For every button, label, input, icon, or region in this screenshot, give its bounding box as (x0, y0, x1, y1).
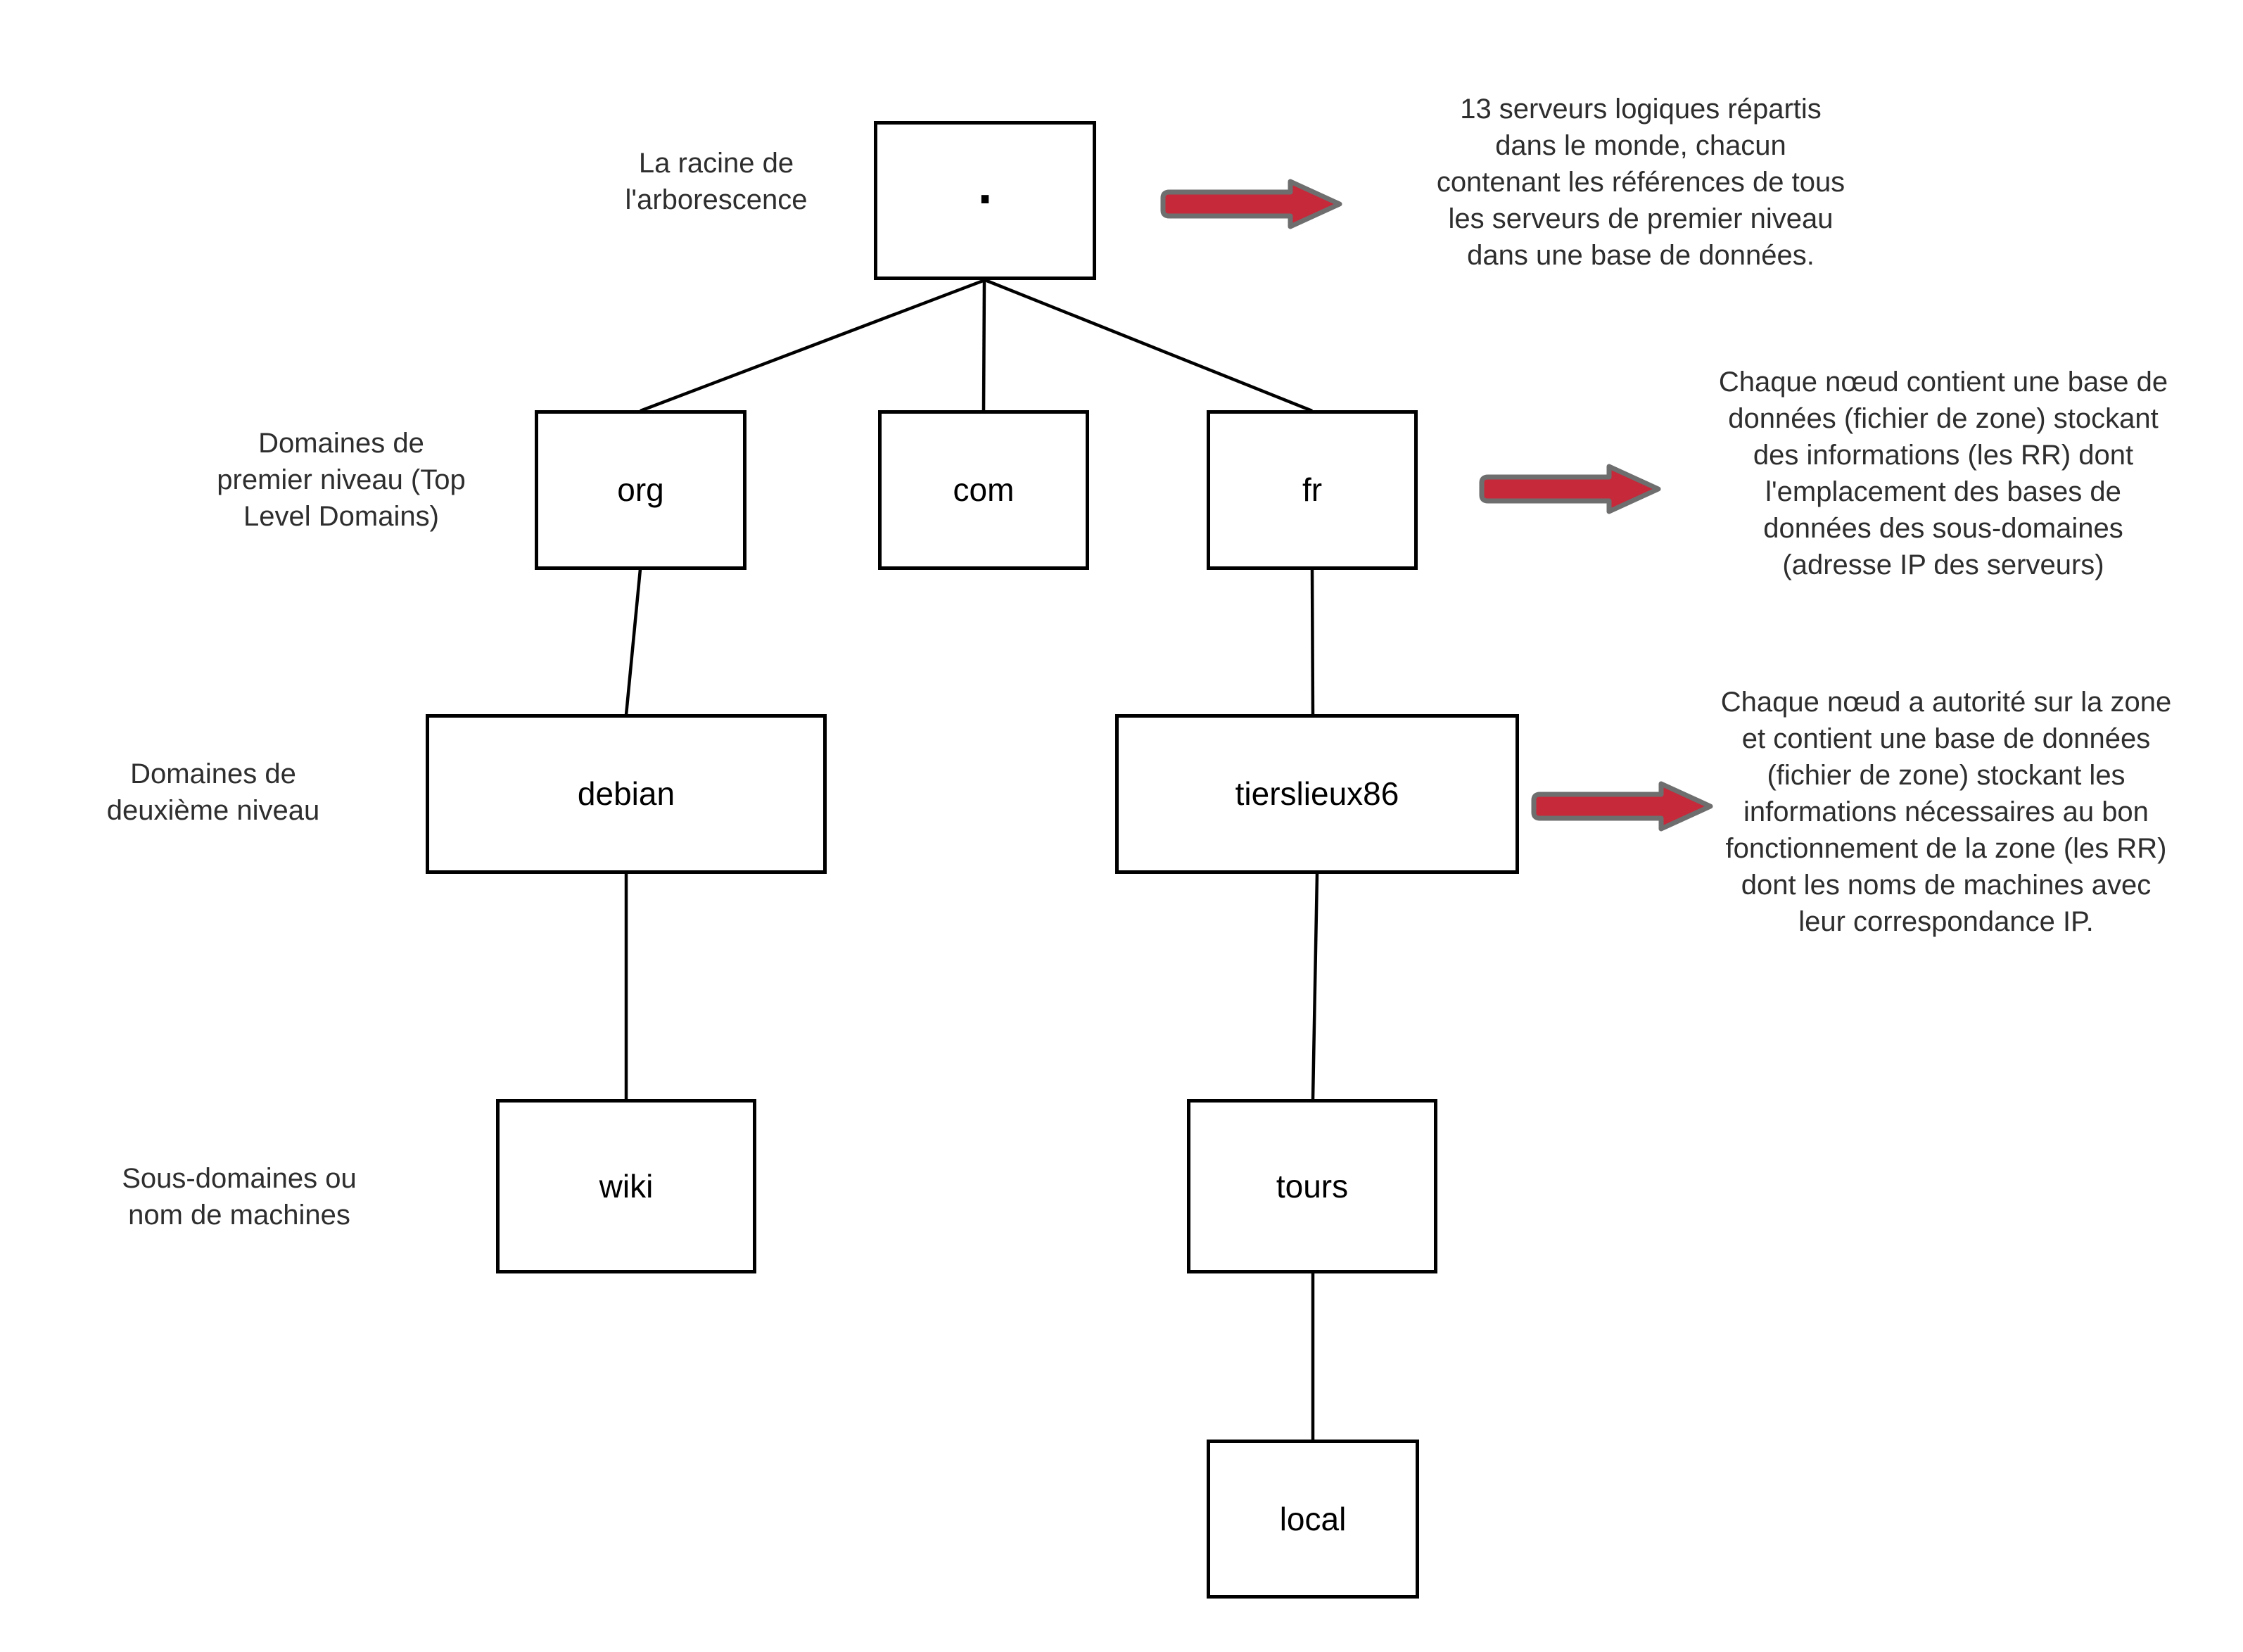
edge-tierslieux86-tours (1311, 872, 1319, 1100)
level-label-second-level: Domaines de deuxième niveau (106, 758, 320, 826)
edge-fr-tierslieux86 (1310, 568, 1315, 716)
edge-org-debian (624, 568, 642, 716)
edge-root-fr (984, 278, 1313, 413)
level-label-top-level: Domaines de premier niveau (Top Level Do… (217, 428, 466, 532)
level-label-subdomains: Sous-domaines ou nom de machines (122, 1163, 357, 1231)
annotation-tld-zone-file: Chaque nœud contient une base de données… (1718, 367, 2168, 580)
annotation-zone-authority: Chaque nœud a autorité sur la zone et co… (1720, 687, 2172, 937)
level-label-root: La racine de l'arborescence (625, 148, 808, 215)
node-debian: debian (426, 714, 827, 874)
red-arrow-icon-zone (1531, 781, 1713, 832)
red-arrow-icon-tld (1479, 464, 1661, 514)
node-tierslieux86: tierslieux86 (1115, 714, 1519, 874)
node-com: com (878, 410, 1089, 570)
annotation-root-servers: 13 serveurs logiques répartis dans le mo… (1436, 94, 1845, 271)
red-arrow-icon-root (1160, 179, 1342, 229)
node-wiki: wiki (496, 1099, 756, 1273)
edge-root-org (640, 278, 986, 413)
node-tours: tours (1187, 1099, 1437, 1273)
node-local: local (1207, 1440, 1419, 1599)
node-org: org (535, 410, 746, 570)
node-root: . (874, 121, 1096, 280)
node-fr: fr (1207, 410, 1418, 570)
node-root-label: . (974, 133, 996, 220)
